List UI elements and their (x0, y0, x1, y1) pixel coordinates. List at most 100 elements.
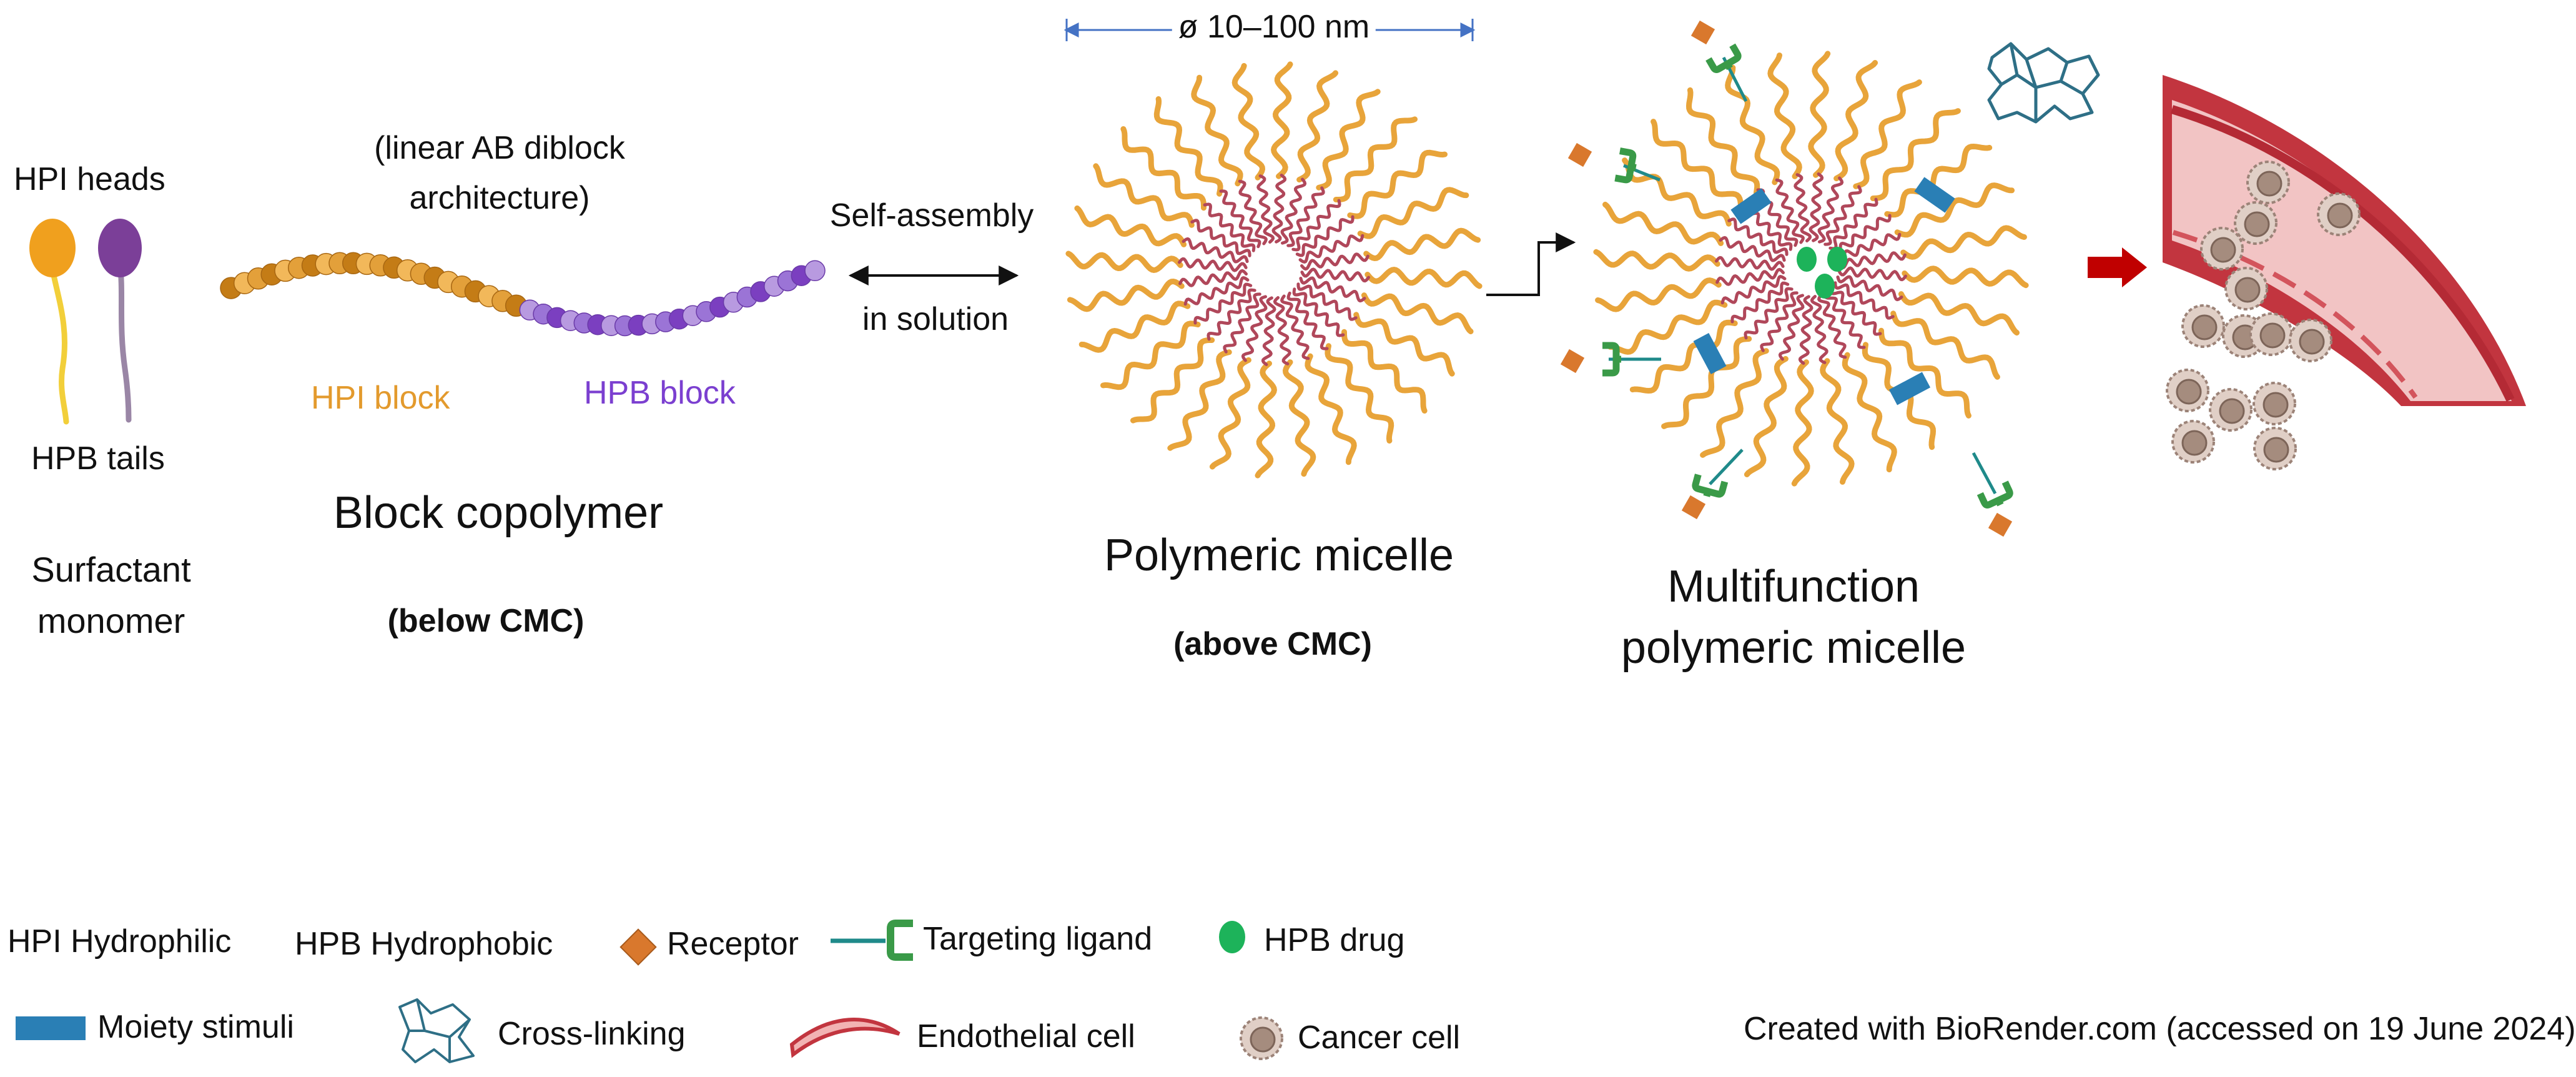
core-chain (1727, 217, 1789, 256)
core-chain (1828, 197, 1878, 251)
core-chain (1300, 267, 1370, 283)
core-chain (1715, 256, 1785, 271)
legend-ligand: Targeting ligand (923, 921, 1153, 957)
corona-chain (1078, 300, 1191, 353)
core-chain (1809, 172, 1824, 242)
corona-chain (1808, 51, 1831, 178)
corona-chain (1296, 70, 1339, 183)
micelle-title: Polymeric micelle (1103, 530, 1454, 580)
core-chain (1720, 274, 1787, 305)
core-chain (1238, 179, 1268, 246)
cancer-cells (2166, 161, 2361, 470)
core-chain (1292, 287, 1345, 337)
core-chain (1823, 290, 1866, 349)
cancer-cell-nucleus (2263, 437, 2289, 463)
core-chain (1778, 294, 1805, 361)
hpi-head-purple (98, 219, 142, 277)
corona-chain (1622, 157, 1732, 227)
credit-text: Created with BioRender.com (accessed on … (1744, 1011, 2576, 1047)
functionalization-arrow (1486, 232, 1576, 296)
corona-chain (1902, 266, 2029, 289)
cancer-cell-nucleus (2299, 329, 2325, 355)
core-chain (1833, 281, 1895, 320)
multifunction-title-line2: polymeric micelle (1621, 623, 1967, 673)
core-chain (1832, 214, 1892, 256)
hpb-block-label: HPB block (584, 375, 736, 411)
drug-dot (1827, 247, 1847, 272)
corona-chain (1074, 205, 1187, 247)
surfactant-title-line1: Surfactant (31, 550, 191, 589)
receptor (1681, 495, 1706, 520)
corona-chain (1093, 163, 1195, 228)
corona-chain (1898, 291, 2020, 336)
core-chain (1744, 287, 1794, 340)
corona-chain (1661, 336, 1752, 429)
corona-chain (1593, 249, 1720, 272)
legend-moiety: Moiety stimuli (97, 1009, 294, 1045)
copolymer-title: Block copolymer (333, 488, 664, 538)
legend-drug-icon (1219, 921, 1245, 953)
core-chain (1291, 199, 1341, 252)
core-chain (1190, 219, 1251, 257)
cancer-cell-nucleus (2327, 202, 2353, 229)
self-assembly-line2: in solution (862, 301, 1009, 337)
core-chain (1794, 173, 1812, 242)
cancer-cell-nucleus (2256, 171, 2282, 197)
legend-receptor-icon (619, 928, 657, 966)
corona-chain (1255, 360, 1277, 479)
corona-chain (1629, 319, 1738, 394)
multifunction-title-line1: Multifunction (1667, 562, 1920, 612)
legend-drug: HPB drug (1264, 922, 1405, 958)
cancer-cell-nucleus (2219, 398, 2245, 424)
corona-chain (1067, 278, 1185, 312)
corona-chain (1595, 277, 1722, 312)
corona-chain (1744, 355, 1789, 477)
core-chain (1271, 174, 1287, 244)
corona-chain (1364, 267, 1483, 289)
core-chain (1193, 282, 1253, 325)
corona-chain (1767, 52, 1802, 179)
receptor (1690, 20, 1715, 45)
cancer-cell-nucleus (2176, 379, 2202, 405)
moiety-stimuli-bar (1730, 188, 1772, 224)
polymeric-micelle (1065, 61, 1483, 479)
corona-chain (1130, 337, 1215, 424)
core-chain (1256, 174, 1275, 244)
legend-glyphs (16, 920, 1283, 1063)
cancer-cell-nucleus (2181, 430, 2208, 456)
endothelium-layer (2170, 105, 2515, 402)
core-chain (1810, 295, 1828, 364)
corona-chain (1791, 359, 1814, 487)
cancer-cell-nucleus (2259, 322, 2286, 349)
legend-hpi: HPI Hydrophilic (7, 923, 232, 960)
core-chain (1183, 275, 1250, 306)
hpb-tails-label: HPB tails (31, 440, 165, 477)
core-chain (1273, 296, 1291, 365)
corona-chain (1341, 329, 1428, 414)
core-chain (1829, 286, 1882, 336)
core-chain (1295, 215, 1355, 257)
architecture-line1: (linear AB diblock (374, 130, 625, 166)
core-chain (1296, 282, 1358, 321)
core-chain (1730, 281, 1790, 324)
targeting-ligand (1705, 43, 1742, 73)
corona-chain (1065, 251, 1183, 273)
corona-chain (1120, 126, 1207, 211)
hpb-tail-yellow (48, 259, 69, 425)
moiety-stimuli-bar (1888, 372, 1931, 405)
hpi-heads-label: HPI heads (14, 161, 165, 197)
corona-chain (1305, 353, 1357, 465)
micelle-condition: (above CMC) (1173, 626, 1372, 662)
corona-chain (1357, 187, 1469, 239)
corona-chain (1820, 358, 1855, 485)
corona-chain (1878, 327, 1971, 419)
core-chain (1207, 288, 1256, 341)
core-chain (1300, 252, 1369, 271)
core-chain (1280, 177, 1307, 245)
surfactant-title-line2: monomer (37, 601, 185, 640)
core-chain (1286, 186, 1325, 247)
corona-chain (1325, 343, 1394, 444)
legend-cancer-nucleus (1250, 1026, 1276, 1053)
